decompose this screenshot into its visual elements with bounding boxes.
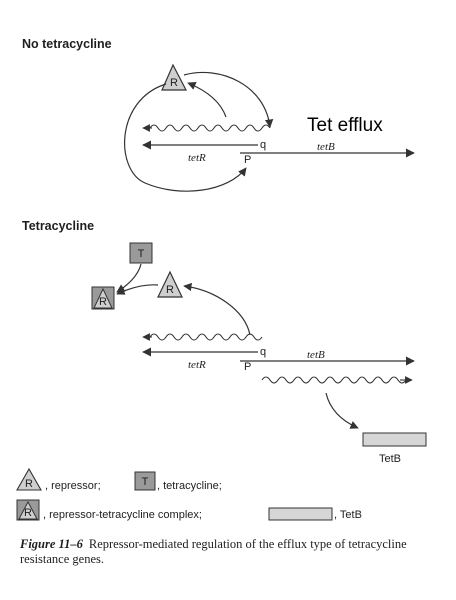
tetR-mRNA-bottom <box>149 333 263 341</box>
repressor-tetracycline-complex: R <box>91 286 115 310</box>
legend-tetracycline-icon: T <box>134 471 156 491</box>
translation-arrow-bottom <box>183 282 251 336</box>
tet-efflux-callout: Tet efflux <box>307 115 383 136</box>
tetB-label-bottom: tetB <box>307 349 325 361</box>
repressor-triangle-top: R <box>161 63 187 91</box>
svg-text:T: T <box>142 476 149 488</box>
operator-arc-arrow <box>183 71 274 128</box>
legend-tetb-text: , TetB <box>334 509 362 521</box>
operator-q-label-top: q <box>260 139 266 151</box>
tetR-label-bottom: tetR <box>188 359 206 371</box>
caption-text: Repressor-mediated regulation of the eff… <box>20 537 407 566</box>
legend-tetb-icon <box>268 507 333 521</box>
legend-complex-text: , repressor-tetracycline complex; <box>43 509 202 521</box>
svg-text:R: R <box>25 478 33 490</box>
tetB-protein-label: TetB <box>379 453 401 465</box>
tetracycline-box: T <box>129 242 153 264</box>
section-title-tetracycline: Tetracycline <box>22 219 95 233</box>
section-title-no-tetracycline: No tetracycline <box>22 37 112 51</box>
repressor-r-label-bottom: R <box>166 284 174 296</box>
complex-r-label: R <box>99 296 107 308</box>
tetB-label-top: tetB <box>317 141 335 153</box>
tetB-protein-bar <box>362 432 427 447</box>
tetR-label-top: tetR <box>188 152 206 164</box>
legend-repressor-icon: R <box>16 467 42 491</box>
tetracycline-binding-arrow <box>116 263 142 293</box>
repressor-r-label-top: R <box>170 77 178 89</box>
tetR-mRNA-top <box>149 124 271 132</box>
tetracycline-t-label: T <box>138 248 145 260</box>
tetB-translation-arrow <box>325 392 359 429</box>
repressor-binding-loop-arrow <box>124 83 247 192</box>
figure-number: Figure 11–6 <box>20 537 83 551</box>
repressor-triangle-bottom: R <box>157 270 183 298</box>
tetB-mRNA <box>261 376 407 384</box>
operator-q-label-bottom: q <box>260 346 266 358</box>
legend-tetracycline-text: , tetracycline; <box>157 480 222 492</box>
svg-text:R: R <box>24 507 32 519</box>
promoter-p-label-bottom: P <box>244 361 251 373</box>
legend-complex-icon: R <box>16 499 40 521</box>
repressor-sequestration-arrow <box>116 284 159 295</box>
promoter-p-label-top: P <box>244 154 251 166</box>
legend-repressor-text: , repressor; <box>45 480 101 492</box>
translation-arrow-top <box>187 81 227 118</box>
